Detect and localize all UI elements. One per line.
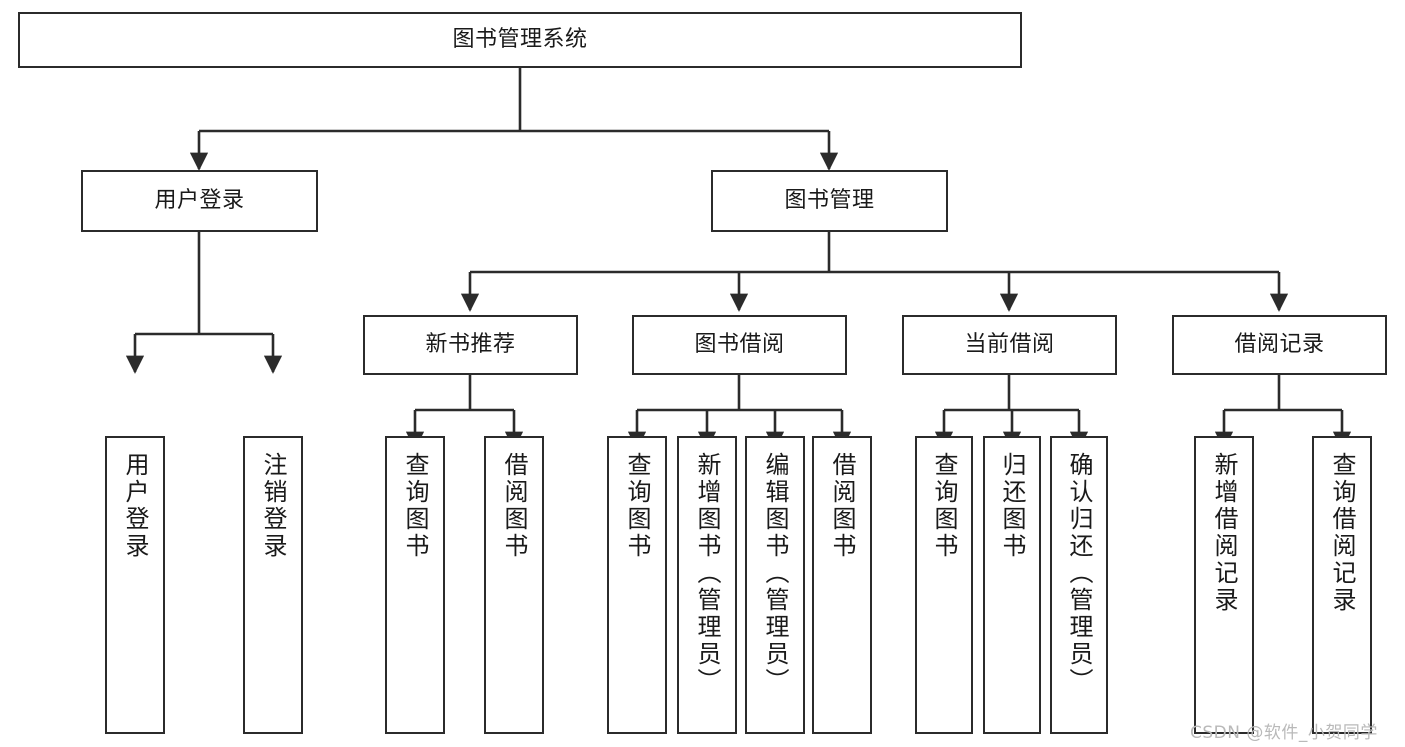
node-current-loan[interactable]: 当前借阅	[902, 315, 1117, 375]
node-user-login[interactable]: 用户登录	[81, 170, 318, 232]
node-new-book-rec[interactable]: 新书推荐	[363, 315, 578, 375]
node-label: 新增借阅记录	[1210, 452, 1238, 614]
node-label: 确认归还（管理员）	[1065, 452, 1093, 695]
node-label: 查询图书	[401, 452, 429, 560]
node-leaf-edit-book[interactable]: 编辑图书（管理员）	[745, 436, 805, 734]
node-label: 查询图书	[930, 452, 958, 560]
node-label: 新书推荐	[425, 331, 516, 357]
node-label: 查询借阅记录	[1328, 452, 1356, 614]
node-label: 借阅图书	[500, 452, 528, 560]
node-label: 借阅图书	[828, 452, 856, 560]
node-label: 查询图书	[623, 452, 651, 560]
node-label: 编辑图书（管理员）	[761, 452, 789, 695]
node-leaf-user-logout[interactable]: 注销登录	[243, 436, 303, 734]
node-label: 用户登录	[121, 452, 149, 560]
node-leaf-return-book[interactable]: 归还图书	[983, 436, 1041, 734]
node-label: 图书借阅	[694, 331, 785, 357]
node-leaf-confirm-return[interactable]: 确认归还（管理员）	[1050, 436, 1108, 734]
node-book-borrow[interactable]: 图书借阅	[632, 315, 847, 375]
node-leaf-user-login[interactable]: 用户登录	[105, 436, 165, 734]
node-label: 归还图书	[998, 452, 1026, 560]
node-label: 借阅记录	[1234, 331, 1325, 357]
node-leaf-borrow-book-1[interactable]: 借阅图书	[484, 436, 544, 734]
node-label: 用户登录	[154, 187, 245, 213]
node-leaf-query-book-3[interactable]: 查询图书	[915, 436, 973, 734]
node-label: 图书管理系统	[452, 26, 588, 52]
node-leaf-add-record[interactable]: 新增借阅记录	[1194, 436, 1254, 734]
node-label: 当前借阅	[964, 331, 1055, 357]
node-leaf-query-record[interactable]: 查询借阅记录	[1312, 436, 1372, 734]
node-leaf-query-book-1[interactable]: 查询图书	[385, 436, 445, 734]
node-leaf-borrow-book-2[interactable]: 借阅图书	[812, 436, 872, 734]
node-loan-record[interactable]: 借阅记录	[1172, 315, 1387, 375]
node-label: 图书管理	[784, 187, 875, 213]
node-label: 新增图书（管理员）	[693, 452, 721, 695]
node-book-manage[interactable]: 图书管理	[711, 170, 948, 232]
node-leaf-add-book[interactable]: 新增图书（管理员）	[677, 436, 737, 734]
node-leaf-query-book-2[interactable]: 查询图书	[607, 436, 667, 734]
node-root[interactable]: 图书管理系统	[18, 12, 1022, 68]
node-label: 注销登录	[259, 452, 287, 560]
